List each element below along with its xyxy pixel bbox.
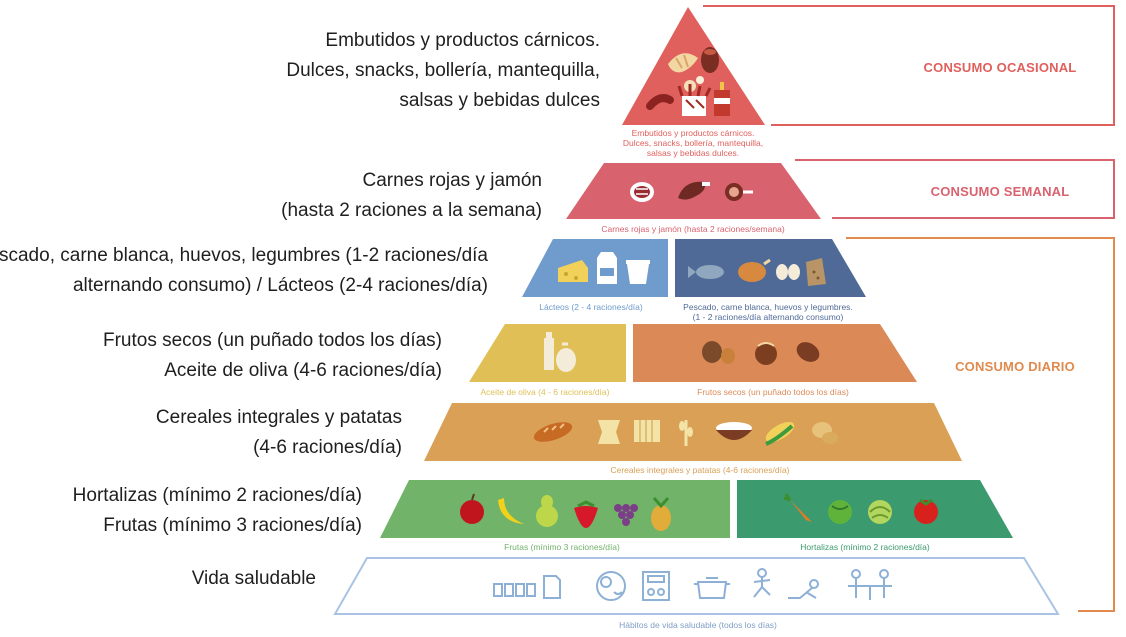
croissant-icon xyxy=(668,53,698,73)
rice-bowl-icon xyxy=(716,422,752,440)
caption-oil: Aceite de oliva (4 - 6 raciones/día) xyxy=(481,387,610,397)
pear-icon xyxy=(536,495,558,527)
sausage-link-icon xyxy=(725,183,753,201)
soda-icon xyxy=(714,82,730,116)
walnut-icon xyxy=(702,341,735,364)
carrot-icon xyxy=(783,493,812,522)
label-weekly-line2: (hasta 2 raciones a la semana) xyxy=(281,200,542,221)
chicken-icon xyxy=(738,258,771,282)
caption-occasional-3: salsas y bebidas dulces. xyxy=(647,148,739,158)
tier-healthy-life xyxy=(333,557,1060,615)
caption-dairy: Lácteos (2 - 4 raciones/día) xyxy=(539,302,643,312)
tomato-icon xyxy=(914,498,938,524)
label-protein-dairy: Pescado, carne blanca, huevos, legumbres… xyxy=(0,241,488,301)
caption-weekly: Carnes rojas y jamón (hasta 2 raciones/s… xyxy=(601,224,784,234)
label-occasional-line2: Dulces, snacks, bollería, mantequilla, xyxy=(286,60,600,81)
label-nuts-oil-line1: Frutos secos (un puñado todos los días) xyxy=(102,330,442,351)
sports-icon xyxy=(753,568,819,599)
macaroni-icon xyxy=(634,420,660,442)
bracket-label-occasional: CONSUMO OCASIONAL xyxy=(923,60,1077,75)
corn-icon xyxy=(765,421,795,446)
fries-icon xyxy=(677,84,712,116)
caption-protein-1: Pescado, carne blanca, huevos y legumbre… xyxy=(683,302,853,312)
bread-icon xyxy=(533,422,573,442)
label-protein-dairy-line1: Pescado, carne blanca, huevos, legumbres… xyxy=(0,245,488,266)
fish-icon xyxy=(688,265,724,279)
steak-icon xyxy=(630,182,654,202)
caption-veg: Hortalizas (mínimo 2 raciones/día) xyxy=(800,542,930,552)
eating-together-icon xyxy=(848,569,892,600)
caption-nuts: Frutos secos (un puñado todos los días) xyxy=(697,387,849,397)
caption-fruits: Frutas (mínimo 3 raciones/día) xyxy=(504,542,620,552)
caption-protein-2: (1 - 2 raciones/día alternando consumo) xyxy=(693,312,844,322)
cooking-pot-icon xyxy=(694,577,730,599)
strawberry-icon xyxy=(574,500,598,528)
almond-icon xyxy=(796,342,820,362)
apple-icon xyxy=(460,493,484,524)
label-healthy-life-line1: Vida saludable xyxy=(191,568,316,589)
label-fruit-veg: Hortalizas (mínimo 2 raciones/día) Fruta… xyxy=(0,481,362,541)
legumes-sack-icon xyxy=(806,258,826,286)
scale-icon xyxy=(642,571,670,601)
label-occasional-line1: Embutidos y productos cárnicos. xyxy=(325,30,600,51)
lettuce-icon xyxy=(828,500,852,524)
wheat-icon xyxy=(679,420,693,446)
eggs-icon xyxy=(776,264,800,280)
bracket-occasional xyxy=(703,5,1115,126)
bracket-label-daily: CONSUMO DIARIO xyxy=(955,359,1075,374)
sausage-icon xyxy=(701,47,719,73)
caption-occasional-1: Embutidos y productos cárnicos. xyxy=(632,128,755,138)
ham-leg-icon xyxy=(678,181,710,200)
cheese-icon xyxy=(558,260,588,282)
caption-occasional-2: Dulces, snacks, bollería, mantequilla, xyxy=(623,138,763,148)
hazelnut-icon xyxy=(755,342,777,365)
bracket-daily xyxy=(846,237,1115,612)
pineapple-icon xyxy=(651,497,671,531)
label-cereals: Cereales integrales y patatas (4-6 racio… xyxy=(0,403,402,463)
label-cereals-line1: Cereales integrales y patatas xyxy=(155,407,402,428)
label-occasional-line3: salsas y bebidas dulces xyxy=(399,90,600,111)
label-protein-dairy-line2: alternando consumo) / Lácteos (2-4 racio… xyxy=(72,275,488,296)
bracket-weekly xyxy=(795,159,1115,219)
potato-icon xyxy=(812,422,838,444)
label-fruit-veg-line1: Hortalizas (mínimo 2 raciones/día) xyxy=(72,485,362,506)
milk-carton-icon xyxy=(597,252,617,284)
label-cereals-line2: (4-6 raciones/día) xyxy=(253,437,402,458)
label-nuts-oil: Frutos secos (un puñado todos los días) … xyxy=(0,326,442,386)
label-weekly: Carnes rojas y jamón (hasta 2 raciones a… xyxy=(0,166,542,226)
label-nuts-oil-line2: Aceite de oliva (4-6 raciones/día) xyxy=(164,360,442,381)
grapes-icon xyxy=(614,504,638,526)
cabbage-icon xyxy=(868,500,892,524)
sausage-link-icon-occ xyxy=(646,94,674,110)
label-fruit-veg-line2: Frutas (mínimo 3 raciones/día) xyxy=(103,515,362,536)
caption-healthy-life: Hábitos de vida saludable (todos los día… xyxy=(619,620,777,630)
banana-icon xyxy=(498,498,524,524)
label-occasional: Embutidos y productos cárnicos. Dulces, … xyxy=(0,26,600,118)
yogurt-icon xyxy=(626,260,650,284)
label-weekly-line1: Carnes rojas y jamón xyxy=(362,170,542,191)
caption-cereals: Cereales integrales y patatas (4-6 racio… xyxy=(610,465,789,475)
sleep-rest-icon xyxy=(596,571,626,601)
bracket-label-weekly: CONSUMO SEMANAL xyxy=(930,184,1070,199)
label-healthy-life: Vida saludable xyxy=(0,564,316,594)
olive-oil-bottle-icon xyxy=(544,332,576,372)
water-glasses-icon xyxy=(493,575,561,599)
pasta-icon xyxy=(598,420,620,444)
